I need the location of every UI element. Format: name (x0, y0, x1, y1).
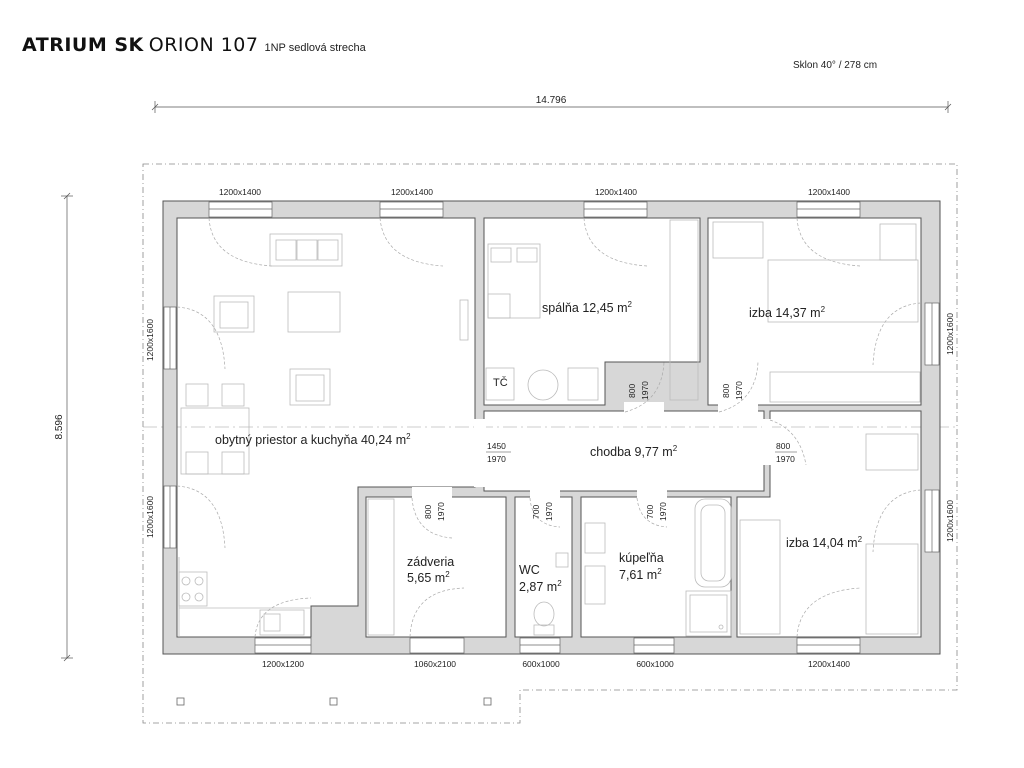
window-label-right-1: 1200x1600 (945, 313, 955, 355)
sink-icon (259, 609, 305, 636)
window-label-bottom-1: 1200x1200 (262, 659, 304, 669)
room-name-wc: WC (519, 563, 540, 577)
window-label-left-2: 1200x1600 (145, 496, 155, 538)
shower-icon (685, 590, 732, 637)
shoe-cabinet-icon (367, 498, 395, 636)
door-label-wc-h: 1970 (544, 502, 554, 521)
room-area-wc: 2,87 m2 (519, 579, 562, 594)
title-brand: ATRIUM SK (22, 34, 144, 56)
room-label-bedroom: spálňa 12,45 m2 (542, 300, 633, 315)
heat-pump-box (485, 367, 515, 401)
room-area-entrance: 5,65 m2 (407, 570, 450, 585)
furniture (178, 219, 921, 637)
window-top-1 (208, 201, 273, 218)
tv-icon (459, 299, 469, 341)
dimension-lines (61, 101, 952, 662)
desk-icon (712, 221, 764, 259)
door-label-room2-w: 800 (776, 441, 790, 451)
room-name-entrance: zádveria (407, 555, 454, 569)
entrance-door-bottom (409, 637, 465, 654)
room-labels: obytný priestor a kuchyňa 40,24 m2 spálň… (215, 300, 863, 594)
window-label-left-1: 1200x1600 (145, 319, 155, 361)
window-label-top-4: 1200x1400 (808, 187, 850, 197)
door-label-corridor-w: 1450 (487, 441, 506, 451)
window-label-bottom-3: 600x1000 (522, 659, 560, 669)
window-top-2 (379, 201, 444, 218)
washbasin-icon (584, 522, 606, 554)
title-subtitle: 1NP sedlová strecha (264, 42, 366, 54)
window-label-top-3: 1200x1400 (595, 187, 637, 197)
room-label-living: obytný priestor a kuchyňa 40,24 m2 (215, 432, 411, 447)
door-label-room2-h: 1970 (776, 454, 795, 464)
double-bed-icon (487, 243, 541, 319)
bed-icon (879, 223, 917, 261)
door-openings (412, 402, 772, 499)
door-label-room1-w: 800 (721, 384, 731, 398)
room-label-room1: izba 14,37 m2 (749, 305, 826, 320)
window-label-bottom-4: 600x1000 (636, 659, 674, 669)
sofa-icon (269, 233, 343, 267)
wc-sink-icon (555, 552, 569, 568)
washbasin-icon (584, 565, 606, 605)
door-label-bedroom-h: 1970 (640, 381, 650, 400)
window-bottom-1 (254, 637, 312, 654)
window-bottom-bath (633, 637, 675, 654)
roof-pitch-note: Sklon 40° / 278 cm (793, 60, 878, 71)
title-model: ORION 107 (148, 34, 259, 56)
window-label-bottom-2: 1060x2100 (414, 659, 456, 669)
door-label-entrance-h: 1970 (436, 502, 446, 521)
window-label-top-2: 1200x1400 (391, 187, 433, 197)
overall-depth-label: 8.596 (54, 414, 65, 439)
window-bottom-5 (796, 637, 861, 654)
wardrobe-icon (669, 219, 699, 401)
overall-width-label: 14.796 (536, 95, 567, 106)
door-labels: 1450 1970 800 1970 800 1970 800 1970 800… (423, 381, 797, 521)
dining-table-icon (180, 407, 250, 475)
window-bottom-wc (519, 637, 561, 654)
room-label-room2: izba 14,04 m2 (786, 535, 863, 550)
bathtub-icon (694, 498, 732, 588)
roof-outline (142, 163, 958, 724)
window-label-top-1: 1200x1400 (219, 187, 261, 197)
window-top-4 (796, 201, 861, 218)
window-top-3 (583, 201, 648, 218)
washing-machine-icon (567, 367, 599, 401)
toilet-icon (533, 601, 555, 627)
door-label-wc-w: 700 (531, 505, 541, 519)
door-label-entrance-w: 800 (423, 505, 433, 519)
coffee-table-icon (287, 291, 341, 333)
heat-pump-label: TČ (493, 376, 508, 389)
room-area-bath: 7,61 m2 (619, 567, 662, 582)
door-swings (176, 217, 922, 638)
terrace-posts (176, 697, 492, 706)
windows (163, 201, 940, 654)
door-label-bath-w: 700 (645, 505, 655, 519)
door-label-room1-h: 1970 (734, 381, 744, 400)
door-label-bath-h: 1970 (658, 502, 668, 521)
armchair-icon (289, 368, 331, 406)
bed-icon (865, 543, 919, 635)
room-name-bath: kúpeľňa (619, 551, 664, 565)
room-label-corridor: chodba 9,77 m2 (590, 444, 678, 459)
wardrobe-icon (769, 371, 921, 403)
stove-icon (178, 571, 208, 607)
window-label-bottom-5: 1200x1400 (808, 659, 850, 669)
walls (162, 200, 941, 655)
door-label-corridor-h: 1970 (487, 454, 506, 464)
door-label-bedroom-w: 800 (627, 384, 637, 398)
window-label-right-2: 1200x1600 (945, 500, 955, 542)
armchair-icon (213, 295, 255, 333)
window-labels: 1200x1400 1200x1400 1200x1400 1200x1400 … (145, 187, 955, 669)
boiler-icon (527, 369, 559, 401)
desk-icon (865, 433, 919, 471)
